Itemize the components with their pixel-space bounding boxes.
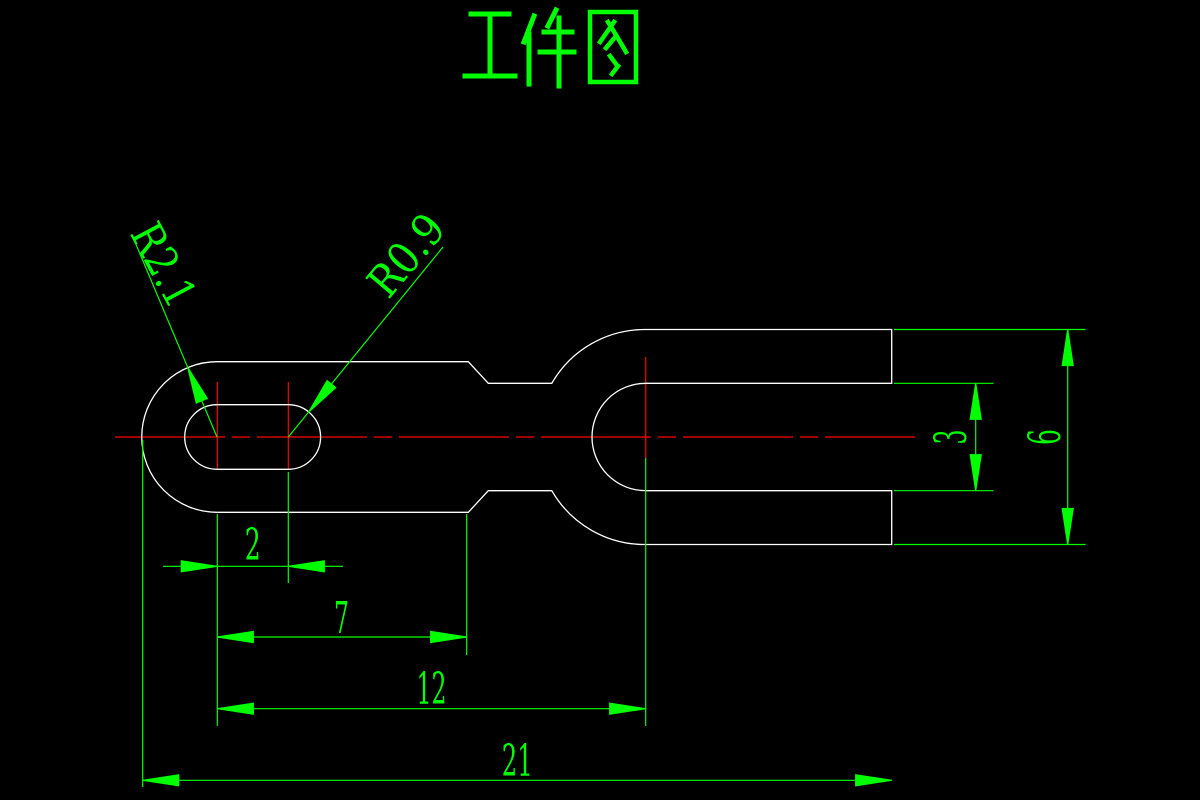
radius-dimension-slot: R0.9: [287, 204, 456, 438]
dim-7-value: 7: [334, 593, 349, 644]
radius-dimension-outer: R2.1: [120, 214, 218, 438]
dim-12-right-arrow: [609, 702, 646, 715]
dim-21-right-arrow: [855, 774, 892, 787]
title-glyph-gong: [462, 11, 518, 79]
part-outer-profile: [141, 328, 893, 546]
title-glyph-tu: [587, 9, 639, 85]
radius-r21-arrow: [187, 367, 209, 404]
dimension-fork-width: 6: [1020, 329, 1074, 545]
dimension-fork-opening: 3: [926, 383, 982, 491]
radius-r21-label: R2.1: [120, 214, 206, 316]
dim-2-value: 2: [245, 520, 261, 571]
dimension-shank-length: 7: [217, 593, 467, 644]
dim-3-value: 3: [926, 430, 977, 445]
radius-r09-label: R0.9: [358, 204, 456, 307]
title-glyph-jian: [520, 6, 577, 89]
dimension-overall-length: 21: [142, 736, 892, 787]
dim-2-left-arrow: [180, 560, 218, 573]
dim-21-value: 21: [502, 736, 533, 787]
dimension-fork-center: 12: [217, 664, 646, 715]
dim-21-left-arrow: [142, 774, 180, 787]
dim-6-value: 6: [1020, 429, 1071, 445]
dim-6-top-arrow: [1061, 329, 1074, 367]
centerlines: [115, 357, 915, 470]
part-slot-outline: [184, 404, 322, 470]
extension-lines: [142, 328, 1086, 787]
dim-3-top-arrow: [969, 383, 982, 420]
dim-3-bottom-arrow: [969, 454, 982, 491]
dim-7-right-arrow: [430, 630, 467, 644]
page-title: [462, 6, 639, 89]
radius-r09-arrow: [308, 379, 337, 413]
dim-12-left-arrow: [217, 702, 254, 715]
part-outline: [141, 328, 893, 546]
dimension-slot-centers: 2: [163, 520, 343, 573]
radius-r21-leader: [134, 241, 218, 438]
dim-12-value: 12: [417, 664, 447, 715]
dim-7-left-arrow: [217, 630, 254, 644]
dim-6-bottom-arrow: [1061, 507, 1074, 545]
